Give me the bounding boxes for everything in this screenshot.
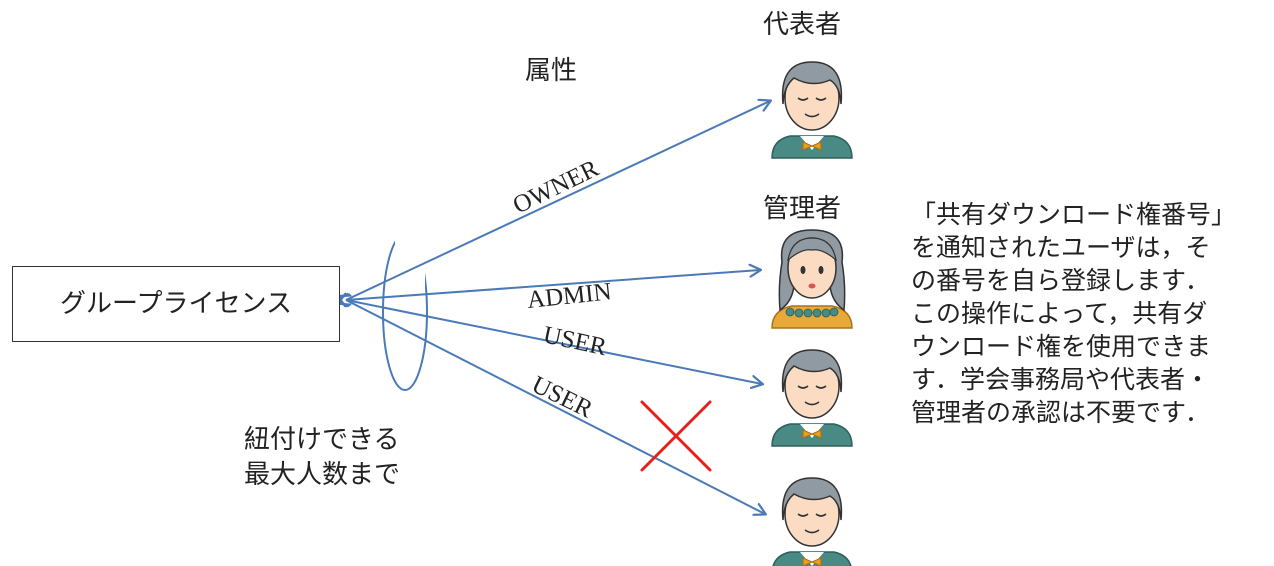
description-line: この操作によって，共有ダ — [911, 299, 1208, 328]
description-line: ウンロード権を使用できま — [911, 332, 1212, 361]
group-license-label: グループライセンス — [60, 289, 292, 319]
attribute-user-label-1: USER — [541, 321, 609, 361]
attribute-admin-label: ADMIN — [526, 278, 613, 314]
arrow-user-2 — [346, 300, 765, 514]
description-note: 「共有ダウンロード権番号」 を通知されたユーザは，そ の番号を自ら登録します． … — [911, 198, 1271, 429]
group-license-box: グループライセンス — [12, 266, 340, 342]
user-person-icon-2 — [771, 477, 853, 566]
description-line: を通知されたユーザは，そ — [911, 233, 1211, 262]
manager-person-icon — [771, 229, 853, 329]
representative-person-icon — [771, 61, 853, 159]
limit-note-line-2: 最大人数まで — [244, 460, 401, 490]
reject-x-mark — [640, 400, 712, 472]
attribute-owner-label: OWNER — [509, 155, 604, 220]
attribute-heading: 属性 — [525, 56, 578, 86]
attribute-user-label-2: USER — [527, 371, 597, 423]
role-representative-label: 代表者 — [763, 10, 842, 40]
description-line: す．学会事務局や代表者・ — [911, 365, 1211, 394]
limit-note-line-1: 紐付けできる — [244, 425, 400, 455]
user-person-icon-1 — [771, 349, 853, 447]
description-line: の番号を自ら登録します． — [911, 266, 1211, 295]
role-manager-label: 管理者 — [763, 194, 842, 224]
description-line: 管理者の承認は不要です． — [911, 398, 1211, 427]
description-line: 「共有ダウンロード権番号」 — [911, 200, 1237, 229]
